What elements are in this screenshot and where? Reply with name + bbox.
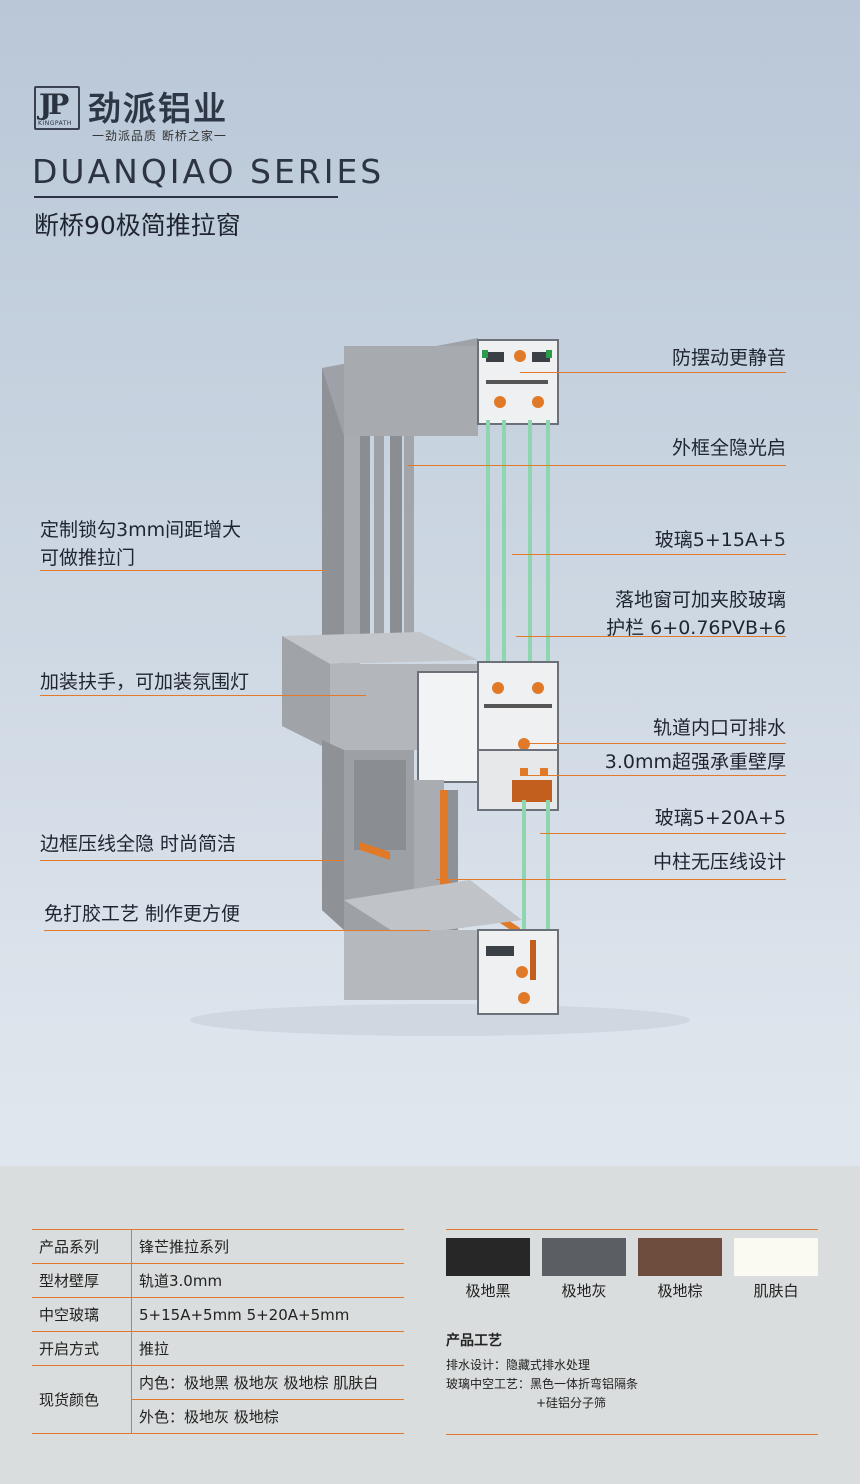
glass-pane-2 xyxy=(502,420,506,670)
spec-value: 推拉 xyxy=(131,1331,404,1366)
product-title: 断桥90极简推拉窗 xyxy=(34,211,241,240)
logo-sub: KINGPATH xyxy=(38,120,72,127)
glass-pane-1 xyxy=(486,420,490,670)
table-row: 型材壁厚 轨道3.0mm xyxy=(32,1263,404,1298)
leader-line xyxy=(408,465,786,466)
brand-slogan: 一劲派品质 断桥之家一 xyxy=(92,129,227,143)
brand-logo: JP KINGPATH xyxy=(34,86,80,130)
handrail-top xyxy=(282,632,478,664)
spec-key: 中空玻璃 xyxy=(32,1297,132,1332)
leader-line xyxy=(40,860,344,861)
feature-laminated-glass: 落地窗可加夹胶玻璃 xyxy=(614,589,786,611)
table-row: 产品系列 锋芒推拉系列 xyxy=(32,1229,404,1264)
table-row: 外色：极地灰 极地棕 xyxy=(32,1399,404,1434)
lower-side xyxy=(322,740,344,930)
feature-handrail: 加装扶手，可加装氛围灯 xyxy=(40,671,250,693)
spec-key: 现货颜色 xyxy=(32,1365,132,1434)
spec-key: 型材壁厚 xyxy=(32,1263,132,1298)
feature-glass-20a: 玻璃5+20A+5 xyxy=(654,807,786,829)
spec-value: 5+15A+5mm 5+20A+5mm xyxy=(131,1297,404,1332)
table-row: 现货颜色 内色：极地黑 极地灰 极地棕 肌肤白 xyxy=(32,1365,404,1434)
bottom-sill-top xyxy=(344,880,522,936)
feature-hidden-bead: 边框压线全隐 时尚简洁 xyxy=(40,833,237,855)
craft-line: +硅铝分子筛 xyxy=(536,1396,607,1410)
glass-pane-3 xyxy=(528,420,532,670)
leader-line xyxy=(516,636,786,637)
feature-mullion: 中柱无压线设计 xyxy=(652,851,786,873)
spec-value: 轨道3.0mm xyxy=(131,1263,404,1298)
swatch-top-line xyxy=(446,1229,818,1230)
green-gasket xyxy=(482,350,488,358)
color-label: 极地灰 xyxy=(561,1282,607,1300)
leader-line xyxy=(44,930,430,931)
glass-pane-4 xyxy=(546,420,550,670)
thermal-strip-2 xyxy=(360,842,390,860)
rail-4 xyxy=(404,436,414,646)
craft-line: 排水设计：隐藏式排水处理 xyxy=(446,1358,591,1372)
leader-line xyxy=(520,743,786,744)
feature-lock-hook: 定制锁勾3mm间距增大 xyxy=(40,519,242,541)
color-swatch xyxy=(734,1238,818,1276)
series-underline xyxy=(34,196,338,198)
glass-pane-5 xyxy=(522,800,526,970)
feature-door-option: 可做推拉门 xyxy=(40,547,136,569)
handrail-end xyxy=(417,671,479,783)
window-profile-illustration xyxy=(190,338,690,1036)
feature-hidden-frame: 外框全隐光启 xyxy=(671,437,786,459)
feature-anti-sway: 防摆动更静音 xyxy=(671,347,786,369)
table-row: 开启方式 推拉 xyxy=(32,1331,404,1366)
color-label: 肌肤白 xyxy=(753,1282,799,1300)
craft-line: 玻璃中空工艺：黑色一体折弯铝隔条 xyxy=(446,1377,639,1391)
logo-mark: JP xyxy=(39,88,69,121)
leader-line xyxy=(436,879,786,880)
spec-table: 产品系列 锋芒推拉系列 型材壁厚 轨道3.0mm 中空玻璃 5+15A+5mm … xyxy=(32,1229,404,1434)
color-swatch xyxy=(446,1238,530,1276)
color-label: 极地棕 xyxy=(657,1282,703,1300)
spec-key: 开启方式 xyxy=(32,1331,132,1366)
color-swatch xyxy=(638,1238,722,1276)
rail-2 xyxy=(374,436,384,646)
rail-3 xyxy=(390,436,402,646)
glass-pane-6 xyxy=(546,800,550,970)
table-row: 中空玻璃 5+15A+5mm 5+20A+5mm xyxy=(32,1297,404,1332)
spec-value-inner: 内色：极地黑 极地灰 极地棕 肌肤白 xyxy=(131,1365,404,1400)
spec-value-outer: 外色：极地灰 极地棕 xyxy=(131,1399,404,1434)
rail-1 xyxy=(360,436,370,646)
handrail-front xyxy=(282,636,330,750)
leader-line xyxy=(520,775,786,776)
color-label: 极地黑 xyxy=(465,1282,511,1300)
color-swatch xyxy=(542,1238,626,1276)
leader-line xyxy=(40,695,366,696)
leader-line xyxy=(40,570,326,571)
top-frame-front xyxy=(344,346,478,436)
leader-line xyxy=(520,372,786,373)
swatch-bottom-line xyxy=(446,1434,818,1435)
feature-drainage: 轨道内口可排水 xyxy=(652,717,786,739)
floor-shadow xyxy=(190,1004,690,1036)
brand-name: 劲派铝业 xyxy=(88,89,228,128)
feature-guardrail: 护栏 6+0.76PVB+6 xyxy=(606,617,786,639)
feature-no-glue: 免打胶工艺 制作更方便 xyxy=(44,903,241,925)
leader-line xyxy=(540,833,786,834)
feature-wall-thickness: 3.0mm超强承重壁厚 xyxy=(604,751,786,773)
bottom-sill-front xyxy=(344,930,478,1000)
leader-line xyxy=(512,554,786,555)
roller xyxy=(514,350,526,362)
craft-title: 产品工艺 xyxy=(446,1333,502,1349)
feature-glass-15a: 玻璃5+15A+5 xyxy=(654,529,786,551)
spec-key: 产品系列 xyxy=(32,1229,132,1264)
series-title: DUANQIAO SERIES xyxy=(32,152,385,191)
spec-value: 锋芒推拉系列 xyxy=(131,1229,404,1264)
